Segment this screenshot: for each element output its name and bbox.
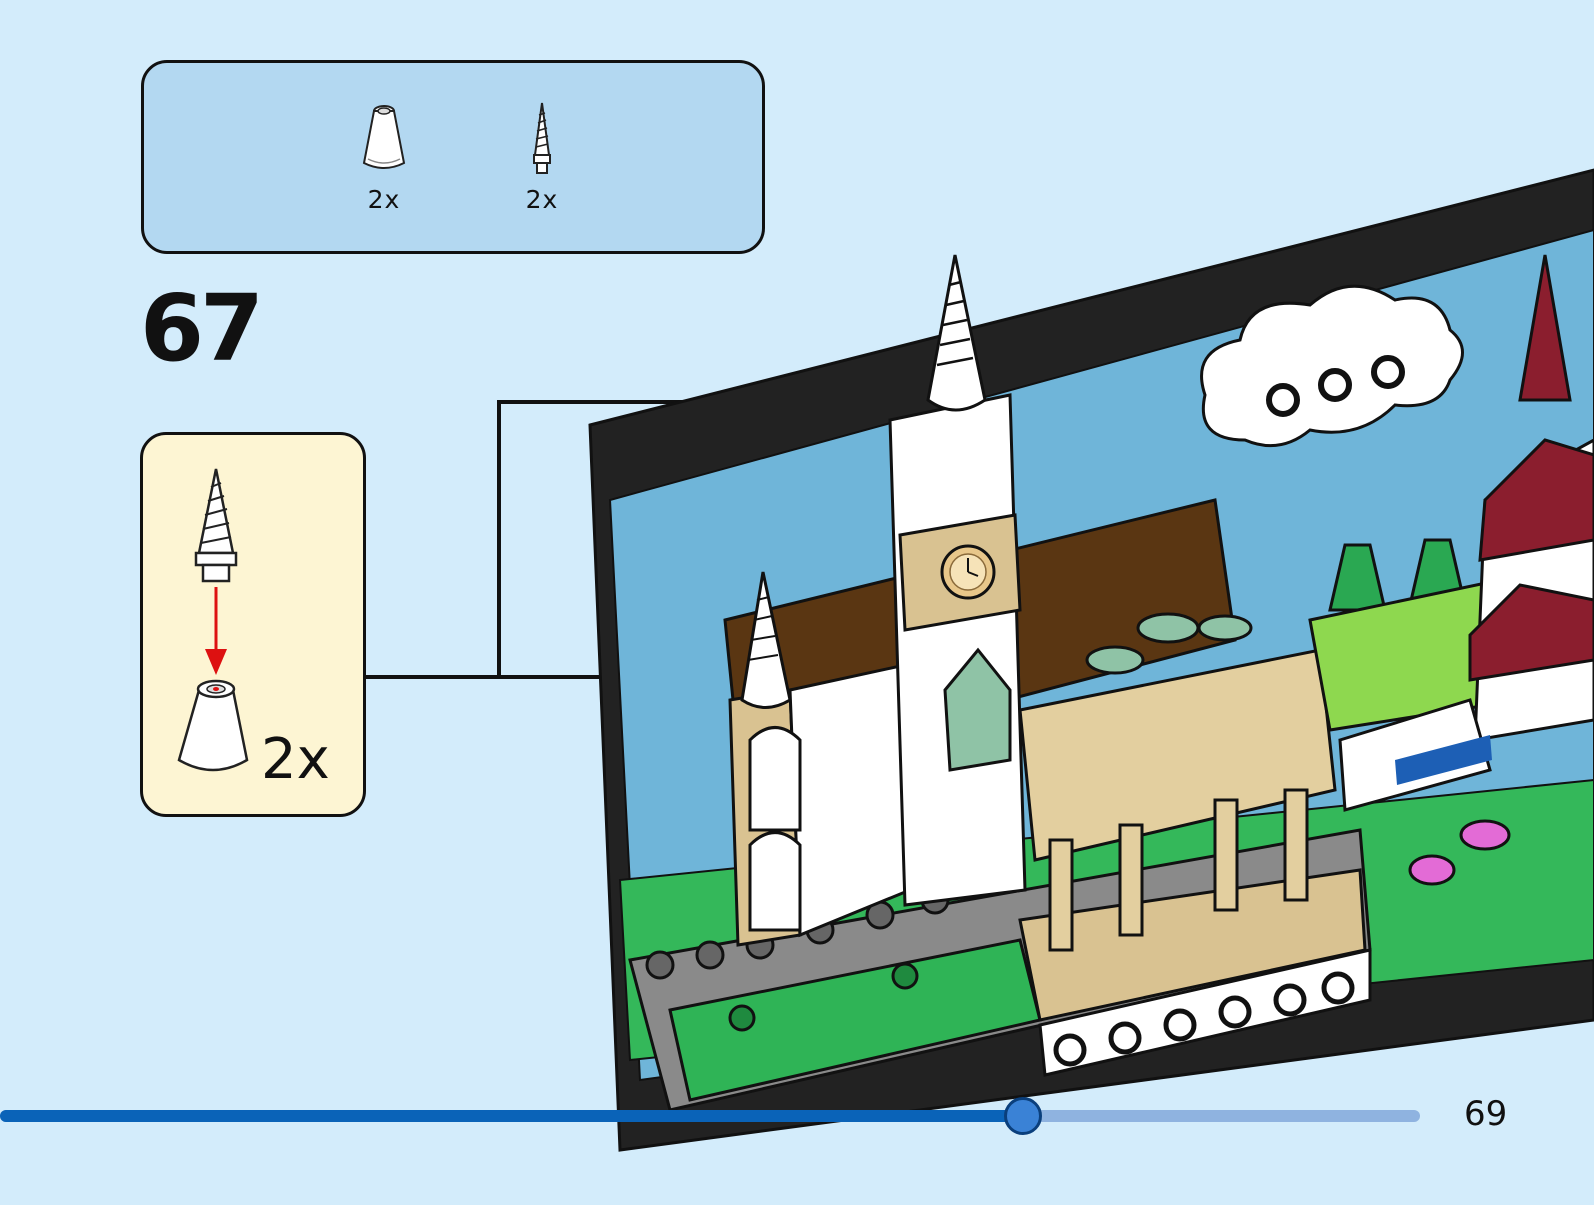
progress-fill	[0, 1110, 1022, 1122]
progress-bar	[0, 1110, 1420, 1122]
page-number: 69	[1464, 1094, 1507, 1134]
